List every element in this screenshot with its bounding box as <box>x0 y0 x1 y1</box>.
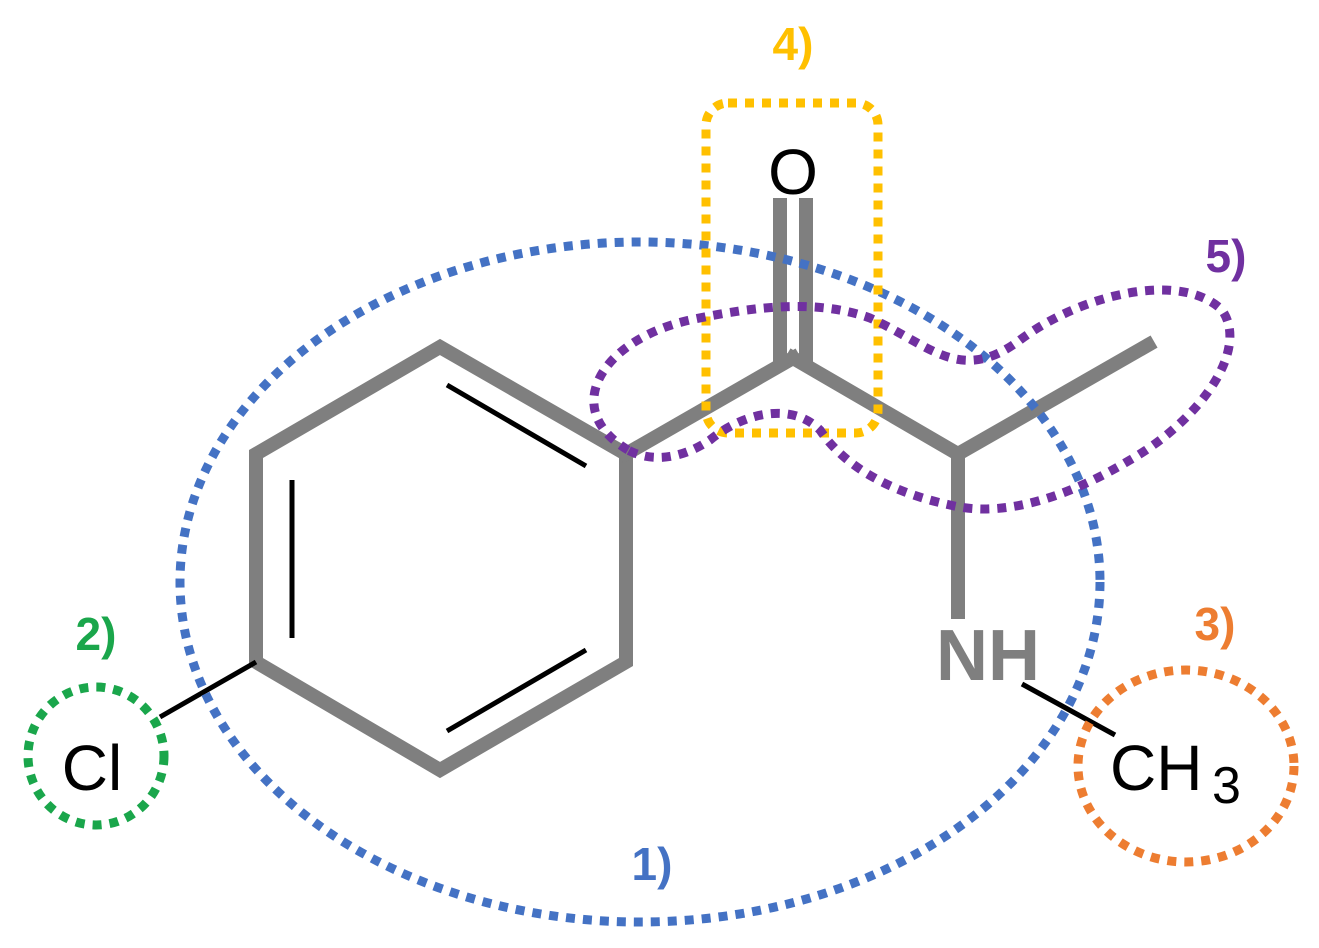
skeleton-bonds <box>249 198 1158 779</box>
atom-labels: O Cl NH CH 3 <box>62 136 1241 815</box>
amine-group: NH <box>936 616 1040 696</box>
highlight-regions <box>23 98 1299 927</box>
methyl-carbon: CH <box>1110 732 1202 804</box>
region-4-outline <box>701 98 883 438</box>
region-4-label: 4) <box>773 18 814 70</box>
region-5-outline <box>589 285 1235 514</box>
region-labels: 1) 2) 3) 4) 5) <box>76 18 1247 890</box>
aromatic-bond-bottom <box>445 647 588 734</box>
bond-alpha-methyl <box>948 335 1158 464</box>
region-5-label: 5) <box>1206 230 1247 282</box>
region-2-outline <box>23 682 169 830</box>
chlorine-atom: Cl <box>62 732 122 804</box>
bond-ring-chlorine <box>158 659 258 720</box>
oxygen-atom: O <box>768 136 818 208</box>
benzene-ring <box>249 338 633 779</box>
region-3-label: 3) <box>1195 598 1236 650</box>
methyl-subscript: 3 <box>1212 757 1241 815</box>
region-3-outline <box>1073 665 1299 867</box>
bond-nitrogen-methyl <box>1020 681 1117 738</box>
aromatic-bond-top <box>445 382 588 469</box>
region-1-outline <box>175 237 1105 927</box>
region-1-label: 1) <box>632 838 673 890</box>
thin-bonds <box>158 382 1117 738</box>
region-2-label: 2) <box>76 608 117 660</box>
